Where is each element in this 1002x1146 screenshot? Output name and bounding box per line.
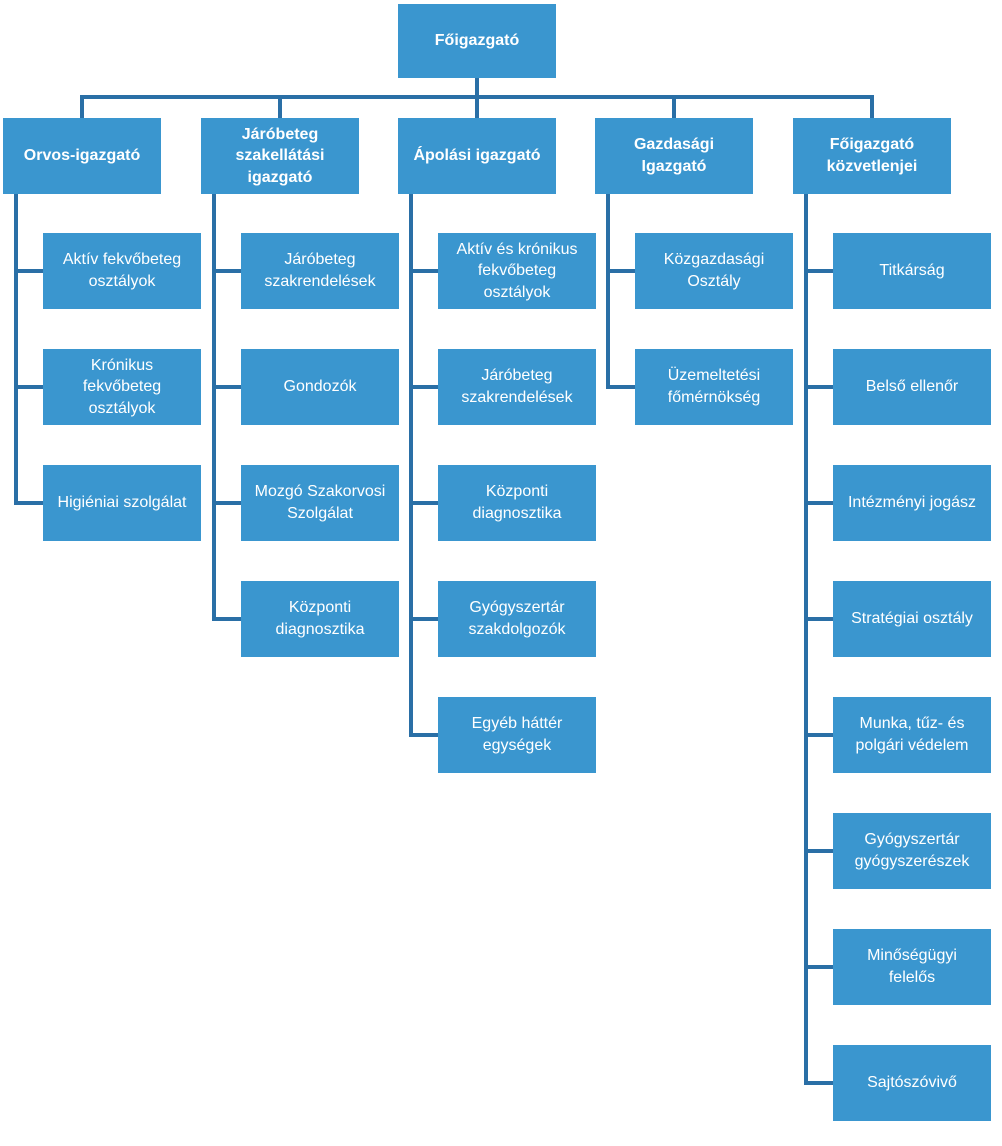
unit-apolasi-2: Központi diagnosztika — [438, 465, 596, 541]
unit-gazdasagi-1: Üzemeltetési főmérnökség — [635, 349, 793, 425]
director-kozvetlen: Főigazgató közvetlenjei — [793, 118, 951, 194]
unit-kozvetlen-0: Titkárság — [833, 233, 991, 309]
director-orvos: Orvos-igazgató — [3, 118, 161, 194]
unit-kozvetlen-4: Munka, tűz- és polgári védelem — [833, 697, 991, 773]
unit-kozvetlen-1: Belső ellenőr — [833, 349, 991, 425]
unit-apolasi-0: Aktív és krónikus fekvőbeteg osztályok — [438, 233, 596, 309]
director-jarobeteg: Járóbeteg szakellátási igazgató — [201, 118, 359, 194]
director-gazdasagi: Gazdasági Igazgató — [595, 118, 753, 194]
unit-apolasi-4: Egyéb háttér egységek — [438, 697, 596, 773]
unit-jarobeteg-0: Járóbeteg szakrendelések — [241, 233, 399, 309]
unit-jarobeteg-3: Központi diagnosztika — [241, 581, 399, 657]
director-apolasi: Ápolási igazgató — [398, 118, 556, 194]
unit-kozvetlen-3: Stratégiai osztály — [833, 581, 991, 657]
unit-apolasi-3: Gyógyszertár szakdolgozók — [438, 581, 596, 657]
unit-orvos-1: Krónikus fekvőbeteg osztályok — [43, 349, 201, 425]
unit-kozvetlen-2: Intézményi jogász — [833, 465, 991, 541]
unit-orvos-2: Higiéniai szolgálat — [43, 465, 201, 541]
unit-kozvetlen-7: Sajtószóvivő — [833, 1045, 991, 1121]
root-node: Főigazgató — [398, 4, 556, 78]
unit-apolasi-1: Járóbeteg szakrendelések — [438, 349, 596, 425]
unit-jarobeteg-2: Mozgó Szakorvosi Szolgálat — [241, 465, 399, 541]
unit-jarobeteg-1: Gondozók — [241, 349, 399, 425]
unit-orvos-0: Aktív fekvőbeteg osztályok — [43, 233, 201, 309]
unit-kozvetlen-6: Minőségügyi felelős — [833, 929, 991, 1005]
unit-kozvetlen-5: Gyógyszertár gyógyszerészek — [833, 813, 991, 889]
unit-gazdasagi-0: Közgazdasági Osztály — [635, 233, 793, 309]
